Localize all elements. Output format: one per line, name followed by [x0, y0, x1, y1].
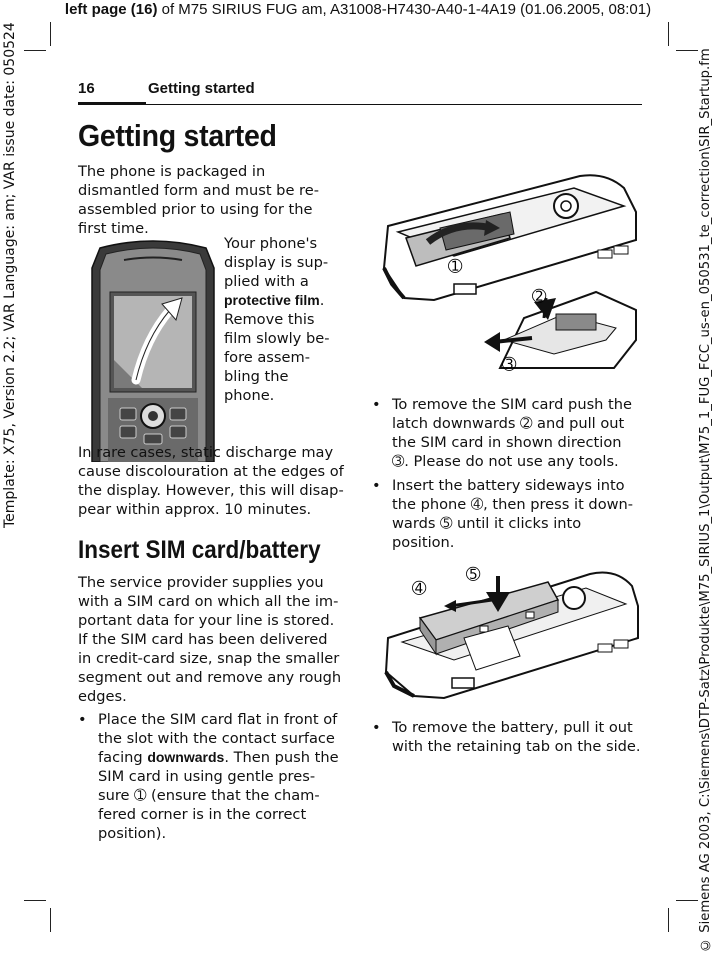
running-head: Getting started: [148, 80, 255, 97]
crop-mark: [668, 22, 669, 46]
film-note-before: Your phone's display is sup-plied with a: [224, 235, 329, 290]
list-item: Insert the battery sideways into the pho…: [372, 476, 642, 552]
protective-film-note: Your phone's display is sup-plied with a…: [224, 234, 334, 405]
header-rule: [146, 104, 642, 105]
bullet-text: . Then push the SIM card in using gentle…: [98, 749, 339, 842]
print-header-page: left page (16): [64, 1, 158, 18]
crop-mark: [668, 908, 669, 932]
crop-mark: [24, 50, 46, 51]
template-info-sidebar: Template: X75, Version 2.2; VAR Language…: [0, 0, 24, 954]
step-5-label: ➄: [466, 565, 481, 585]
page-title: Getting started: [78, 118, 277, 153]
battery-removal-list: To remove the battery, pull it out with …: [372, 718, 644, 761]
crop-mark: [676, 900, 698, 901]
section-title: Insert SIM card/battery: [78, 536, 321, 564]
crop-mark: [676, 50, 698, 51]
phone-protective-film-illustration: [91, 240, 215, 462]
sim-insert-list: Place the SIM card flat in front of the …: [78, 710, 344, 848]
film-note-after: . Remove this film slowly be-fore assem-…: [224, 292, 330, 404]
header-rule-thick: [78, 102, 146, 105]
copyright-path-text: © Siemens AG 2003, C:\Siemens\DTP-Satz\P…: [698, 48, 713, 952]
sim-intro-paragraph: The service provider supplies you with a…: [78, 574, 342, 705]
step-2-label: ➁: [532, 287, 547, 307]
print-header-info: of M75 SIRIUS FUG am, A31008-H7430-A40-1…: [157, 1, 652, 18]
step-1-label: ➀: [448, 257, 463, 277]
static-discharge-paragraph: In rare cases, static discharge may caus…: [78, 444, 344, 518]
crop-mark: [50, 908, 51, 932]
film-note-bold: protective film: [224, 292, 320, 308]
list-item: Place the SIM card flat in front of the …: [78, 710, 344, 843]
copyright-path-sidebar: © Siemens AG 2003, C:\Siemens\DTP-Satz\P…: [692, 0, 716, 954]
battery-illustration: ➃ ➄: [384, 565, 639, 700]
sim-removal-battery-list: To remove the SIM card push the latch do…: [372, 395, 642, 557]
list-item: To remove the SIM card push the latch do…: [372, 395, 642, 471]
template-info-text: Template: X75, Version 2.2; VAR Language…: [2, 22, 18, 528]
bullet-text: Place the SIM card flat in front of the …: [98, 711, 338, 766]
crop-mark: [50, 22, 51, 46]
intro-paragraph: The phone is packaged in dismantled form…: [78, 163, 319, 237]
print-header: left page (16) of M75 SIRIUS FUG am, A31…: [0, 1, 716, 18]
step-4-label: ➃: [412, 579, 427, 599]
sim-card-illustration: ➀ ➁ ➂: [382, 174, 637, 374]
step-3-label: ➂: [502, 355, 517, 374]
bullet-bold: downwards: [147, 749, 225, 765]
crop-mark: [24, 900, 46, 901]
page-number: 16: [78, 80, 95, 97]
list-item: To remove the battery, pull it out with …: [372, 718, 644, 756]
